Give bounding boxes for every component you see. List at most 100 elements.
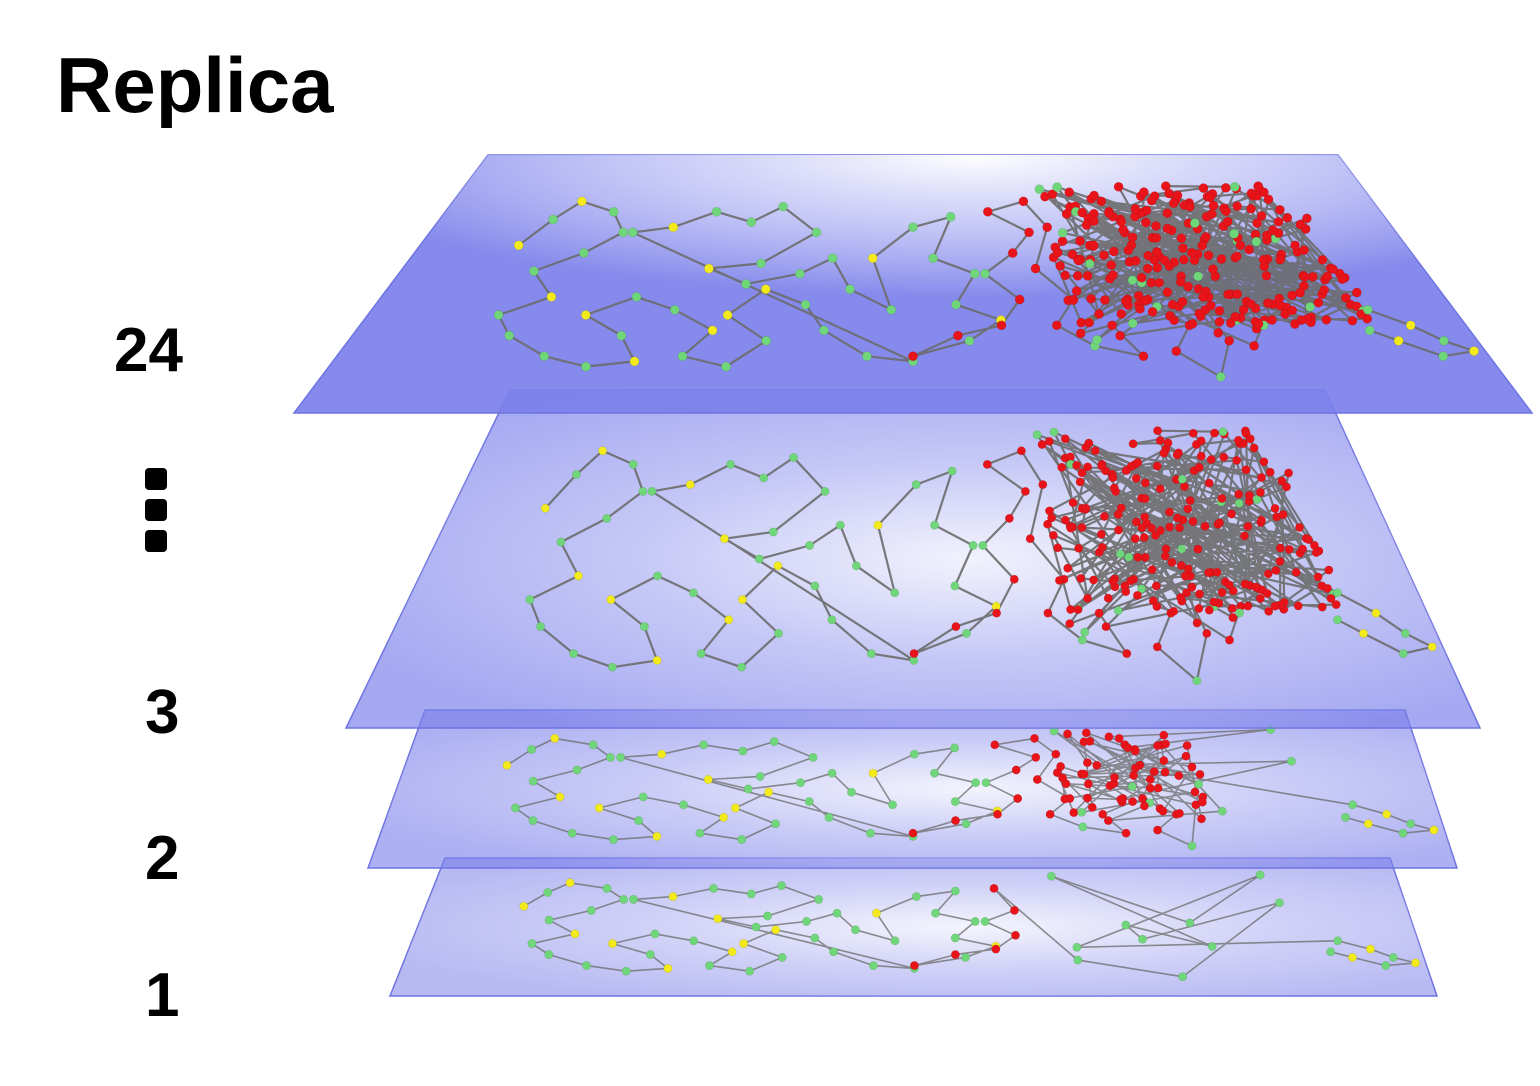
chain-node	[950, 581, 960, 591]
chain-node	[1340, 292, 1351, 303]
chain-node	[1235, 240, 1246, 251]
chain-node	[726, 459, 736, 469]
chain-node	[1278, 510, 1288, 520]
chain-node	[577, 196, 587, 207]
chain-node	[873, 520, 883, 530]
chain-node	[868, 961, 878, 971]
chain-node	[1097, 461, 1107, 471]
chain-node	[1168, 198, 1179, 209]
chain-node	[627, 227, 638, 238]
chain-node	[1109, 483, 1119, 493]
chain-node	[668, 222, 679, 233]
chain-node	[1227, 509, 1237, 519]
chain-node	[1037, 439, 1047, 449]
chain-node	[1057, 236, 1068, 247]
chain-node	[1209, 597, 1219, 607]
chain-node	[1086, 293, 1096, 304]
chain-node	[1243, 521, 1253, 531]
chain-node	[1004, 513, 1014, 523]
chain-node	[677, 351, 688, 362]
chain-node	[1324, 565, 1334, 575]
chain-node	[1010, 930, 1020, 940]
chain-node	[608, 835, 618, 845]
chain-node	[1132, 590, 1142, 600]
chain-node	[1257, 472, 1267, 482]
chain-node	[1016, 446, 1026, 456]
chain-node	[945, 211, 956, 222]
chain-node	[1263, 194, 1274, 205]
chain-node	[1291, 567, 1301, 577]
chain-node	[1197, 240, 1208, 251]
diagram-title: Replica	[56, 41, 334, 129]
chain-node	[607, 662, 617, 672]
chain-node	[777, 952, 787, 962]
chain-node	[1088, 240, 1099, 251]
chain-node	[1060, 434, 1070, 444]
chain-node	[1126, 576, 1136, 586]
chain-node	[1182, 588, 1192, 598]
chain-node	[567, 828, 577, 838]
chain-node	[1348, 800, 1358, 810]
chain-node	[1290, 240, 1300, 251]
chain-node	[1040, 191, 1050, 202]
chain-node	[631, 291, 642, 302]
chain-node	[850, 925, 860, 935]
chain-node	[1328, 264, 1338, 274]
chain-node	[827, 768, 837, 778]
chain-node	[1195, 769, 1205, 779]
chain-node	[544, 915, 554, 925]
chain-node	[1317, 254, 1328, 265]
chain-node	[1194, 462, 1204, 472]
chain-node	[1261, 270, 1272, 281]
chain-node	[1104, 208, 1114, 218]
chain-node	[1165, 522, 1175, 532]
chain-node	[581, 961, 591, 971]
chain-node	[961, 628, 971, 638]
chain-node	[1108, 270, 1118, 280]
chain-node	[1356, 309, 1367, 319]
chain-node	[581, 361, 591, 372]
chain-node	[1351, 301, 1362, 312]
chain-node	[1193, 544, 1203, 554]
chain-node	[1438, 335, 1449, 346]
chain-node	[1165, 507, 1175, 517]
chain-node	[911, 892, 921, 902]
chain-node	[930, 520, 940, 530]
chain-node	[820, 486, 830, 496]
chain-node	[1014, 294, 1025, 305]
chain-node	[888, 800, 898, 810]
chain-node	[1073, 255, 1084, 266]
chain-node	[708, 883, 718, 893]
chain-node	[1347, 315, 1358, 326]
chain-node	[1246, 298, 1256, 309]
chain-node	[1172, 450, 1182, 460]
chain-node	[1068, 295, 1079, 305]
chain-node	[663, 963, 673, 973]
chain-node	[1393, 335, 1404, 346]
chain-node	[1121, 920, 1131, 930]
chain-node	[628, 894, 638, 904]
chain-node	[739, 939, 749, 949]
chain-node	[1051, 320, 1062, 331]
chain-node	[555, 792, 565, 802]
chain-node	[685, 480, 695, 490]
chain-node	[1188, 516, 1198, 526]
chain-node	[1249, 340, 1259, 351]
chain-node	[1429, 825, 1439, 835]
chain-node	[1177, 544, 1187, 554]
chain-node	[1079, 769, 1089, 779]
chain-node	[1127, 318, 1138, 329]
chain-node	[1411, 958, 1421, 968]
chain-node	[1155, 484, 1165, 494]
chain-node	[1173, 513, 1183, 523]
chain-node	[1319, 285, 1330, 295]
chain-node	[804, 797, 814, 807]
chain-node	[1100, 295, 1110, 305]
chain-node	[1427, 642, 1437, 652]
chain-node	[1183, 281, 1193, 292]
chain-node	[1075, 328, 1086, 339]
chain-node	[851, 561, 861, 571]
chain-node	[1175, 276, 1186, 287]
chain-node	[741, 279, 751, 289]
chain-node	[1064, 187, 1075, 198]
